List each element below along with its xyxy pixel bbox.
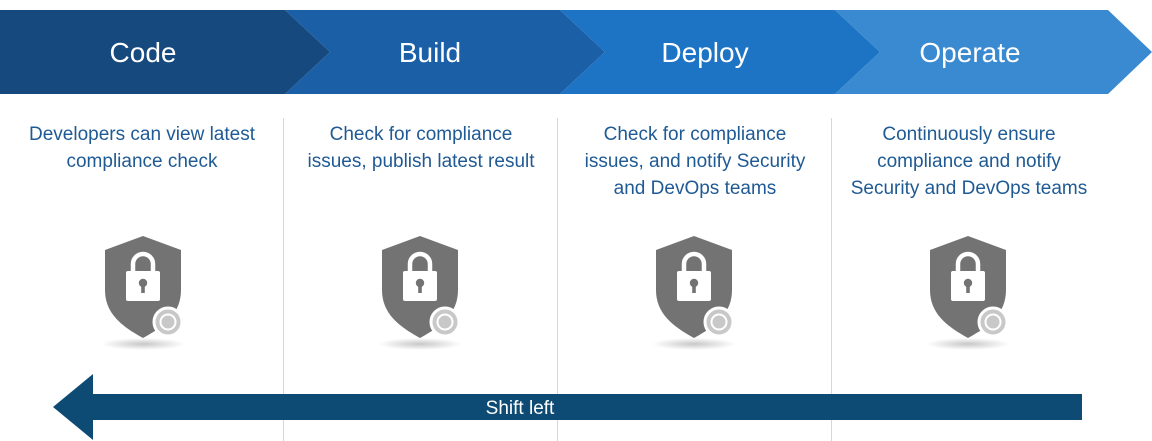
badge-inner-icon xyxy=(159,313,177,331)
stage-description-build: Check for compliance issues, publish lat… xyxy=(307,124,535,172)
keyhole-slot-icon xyxy=(692,283,696,293)
keyhole-slot-icon xyxy=(141,283,145,293)
stage-chevron-operate xyxy=(835,10,1152,94)
stage-label-operate: Operate xyxy=(919,37,1020,68)
shift-left-arrow: Shift left xyxy=(53,374,1082,440)
icon-shadow xyxy=(652,338,736,350)
shield-lock-icon xyxy=(101,236,185,350)
shield-lock-icon xyxy=(652,236,736,350)
stage-description-code: Developers can view latest compliance ch… xyxy=(29,124,255,172)
keyhole-slot-icon xyxy=(418,283,422,293)
shield-lock-icon xyxy=(378,236,462,350)
shift-left-arrow-shape xyxy=(53,374,1082,440)
badge-icon xyxy=(977,306,1009,338)
icon-shadow xyxy=(378,338,462,350)
stage-banner: Code Build Deploy Operate xyxy=(0,10,1152,94)
badge-inner-icon xyxy=(984,313,1002,331)
padlock-shackle-icon xyxy=(407,251,433,272)
icon-shadow xyxy=(926,338,1010,350)
padlock-shackle-icon xyxy=(130,251,156,272)
stage-label-code: Code xyxy=(110,37,177,68)
shift-left-label: Shift left xyxy=(486,398,555,419)
padlock-shackle-icon xyxy=(681,251,707,272)
stage-label-build: Build xyxy=(399,37,461,68)
stage-chevron-deploy xyxy=(560,10,880,94)
keyhole-slot-icon xyxy=(966,283,970,293)
stage-description-operate: Continuously ensure compliance and notif… xyxy=(850,124,1088,199)
stage-chevron-build xyxy=(285,10,605,94)
badge-icon xyxy=(152,306,184,338)
stage-description-deploy: Check for compliance issues, and notify … xyxy=(584,124,806,199)
badge-icon xyxy=(429,306,461,338)
column-dividers xyxy=(283,118,832,441)
badge-inner-icon xyxy=(436,313,454,331)
badge-inner-icon xyxy=(710,313,728,331)
icon-shadow xyxy=(101,338,185,350)
stage-label-deploy: Deploy xyxy=(661,37,748,68)
stage-chevron-code xyxy=(0,10,330,94)
badge-icon xyxy=(703,306,735,338)
shield-lock-icon xyxy=(926,236,1010,350)
padlock-shackle-icon xyxy=(955,251,981,272)
